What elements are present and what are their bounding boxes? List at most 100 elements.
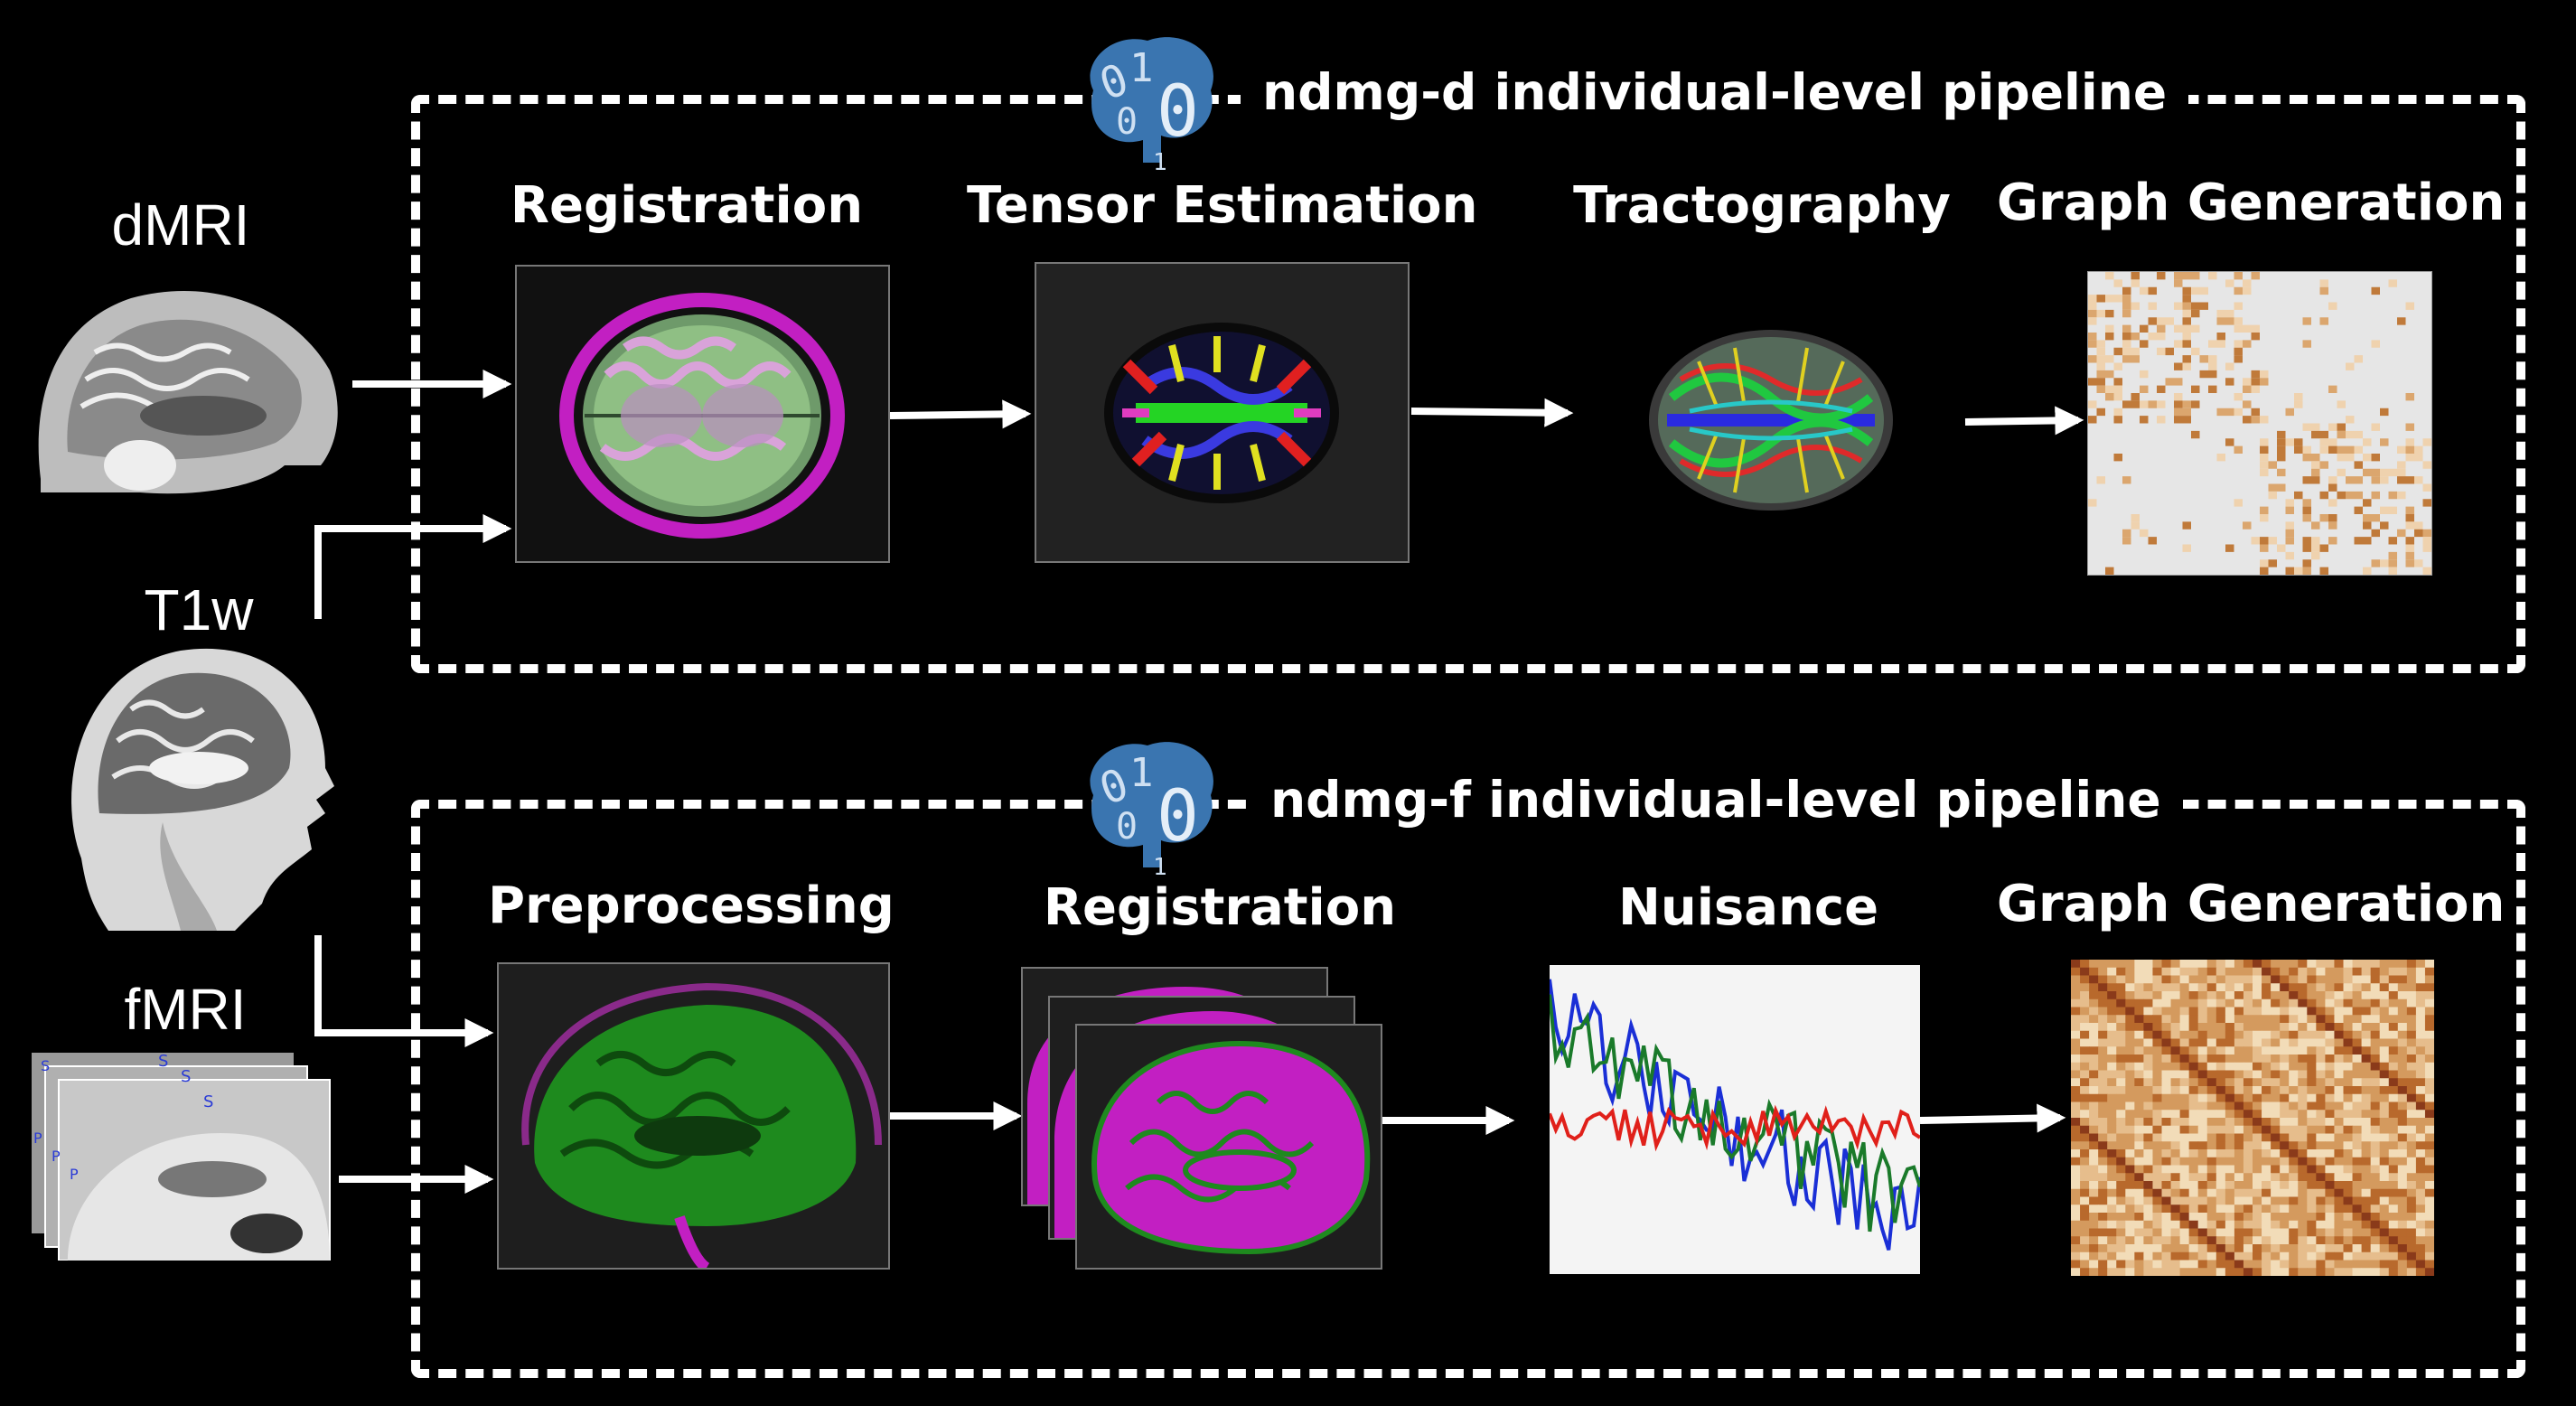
- matrix-cell: [2182, 295, 2191, 303]
- matrix-cell: [2140, 370, 2149, 379]
- matrix-cell: [2406, 1023, 2417, 1032]
- matrix-cell: [2143, 1181, 2153, 1190]
- matrix-cell: [2388, 983, 2399, 992]
- matrix-cell: [2307, 1244, 2317, 1253]
- matrix-cell: [2188, 1086, 2199, 1095]
- matrix-cell: [2406, 1062, 2417, 1071]
- matrix-cell: [2298, 1149, 2308, 1158]
- matrix-cell: [2152, 1015, 2162, 1024]
- matrix-cell: [2325, 967, 2335, 976]
- matrix-cell: [2371, 476, 2380, 484]
- matrix-cell: [2334, 998, 2344, 1008]
- matrix-cell: [2260, 514, 2269, 522]
- matrix-cell: [2352, 1054, 2363, 1064]
- matrix-cell: [2289, 1204, 2299, 1214]
- matrix-cell: [2179, 1220, 2190, 1229]
- matrix-cell: [2174, 378, 2183, 386]
- matrix-cell: [2328, 521, 2337, 530]
- timeseries-line-red: [1550, 1104, 1920, 1152]
- matrix-cell: [2415, 983, 2426, 992]
- matrix-cell: [2216, 454, 2225, 462]
- matrix-cell: [2161, 1213, 2172, 1222]
- matrix-cell: [2397, 1078, 2408, 1087]
- matrix-cell: [2379, 1038, 2390, 1047]
- matrix-cell: [2343, 1110, 2354, 1119]
- matrix-cell: [2170, 1165, 2181, 1174]
- matrix-cell: [2206, 1220, 2217, 1229]
- svg-text:1: 1: [1153, 854, 1167, 876]
- matrix-cell: [2371, 468, 2380, 477]
- matrix-cell: [2182, 408, 2191, 417]
- matrix-cell: [2289, 1228, 2299, 1237]
- matrix-cell: [2152, 1078, 2162, 1087]
- matrix-cell: [2363, 537, 2372, 545]
- matrix-cell: [2080, 1062, 2090, 1071]
- matrix-cell: [2161, 1093, 2172, 1102]
- matrix-cell: [2125, 1173, 2135, 1182]
- matrix-cell: [2080, 1133, 2090, 1142]
- matrix-cell: [2280, 1173, 2290, 1182]
- matrix-cell: [2134, 1260, 2144, 1269]
- matrix-cell: [2397, 1062, 2408, 1071]
- matrix-cell: [2388, 1062, 2399, 1071]
- matrix-cell: [2380, 468, 2389, 477]
- svg-text:0: 0: [1116, 101, 1138, 143]
- matrix-cell: [2343, 1236, 2354, 1245]
- matrix-cell: [2262, 1054, 2272, 1064]
- matrix-cell: [2188, 1157, 2199, 1166]
- matrix-cell: [2170, 975, 2181, 984]
- matrix-cell: [2328, 302, 2337, 310]
- matrix-cell: [2271, 1173, 2281, 1182]
- matrix-cell: [2107, 1118, 2117, 1127]
- matrix-cell: [2243, 960, 2253, 969]
- matrix-cell: [2191, 302, 2200, 310]
- matrix-cell: [2405, 521, 2414, 530]
- step-label-graph-generation-f: Graph Generation: [1997, 875, 2506, 933]
- matrix-cell: [2243, 1046, 2253, 1055]
- matrix-cell: [2271, 1149, 2281, 1158]
- matrix-cell: [2370, 1030, 2381, 1039]
- matrix-cell: [2234, 408, 2243, 417]
- matrix-cell: [2424, 1236, 2434, 1245]
- matrix-cell: [2406, 1110, 2417, 1119]
- matrix-cell: [2116, 998, 2126, 1008]
- matrix-cell: [2071, 1196, 2081, 1205]
- matrix-cell: [2334, 1173, 2344, 1182]
- matrix-cell: [2388, 1038, 2399, 1047]
- matrix-cell: [2208, 340, 2217, 348]
- matrix-cell: [2370, 1188, 2381, 1197]
- matrix-cell: [2234, 975, 2244, 984]
- matrix-cell: [2280, 1251, 2290, 1261]
- matrix-cell: [2089, 1260, 2099, 1269]
- matrix-cell: [2415, 1220, 2426, 1229]
- matrix-cell: [2215, 983, 2226, 992]
- matrix-cell: [2161, 1157, 2172, 1166]
- matrix-cell: [2379, 1188, 2390, 1197]
- matrix-cell: [2161, 1181, 2172, 1190]
- matrix-cell: [2289, 1101, 2299, 1111]
- matrix-cell: [2170, 1260, 2181, 1269]
- matrix-cell: [2215, 1118, 2226, 1127]
- matrix-cell: [2294, 445, 2303, 454]
- matrix-cell: [2122, 324, 2131, 333]
- matrix-cell: [2096, 362, 2105, 370]
- matrix-cell: [2170, 1023, 2181, 1032]
- matrix-cell: [2197, 983, 2208, 992]
- matrix-cell: [2405, 537, 2414, 545]
- matrix-cell: [2271, 975, 2281, 984]
- matrix-cell: [2234, 1133, 2244, 1142]
- matrix-cell: [2089, 1188, 2099, 1197]
- matrix-cell: [2307, 983, 2317, 992]
- matrix-cell: [2406, 1204, 2417, 1214]
- matrix-cell: [2089, 1133, 2099, 1142]
- matrix-cell: [2424, 1015, 2434, 1024]
- matrix-cell: [2107, 1038, 2117, 1047]
- matrix-cell: [2161, 1165, 2172, 1174]
- matrix-cell: [2262, 1030, 2272, 1039]
- matrix-cell: [2134, 1046, 2144, 1055]
- matrix-cell: [2243, 1213, 2253, 1222]
- matrix-cell: [2370, 1165, 2381, 1174]
- matrix-cell: [2116, 1086, 2126, 1095]
- matrix-cell: [2298, 1015, 2308, 1024]
